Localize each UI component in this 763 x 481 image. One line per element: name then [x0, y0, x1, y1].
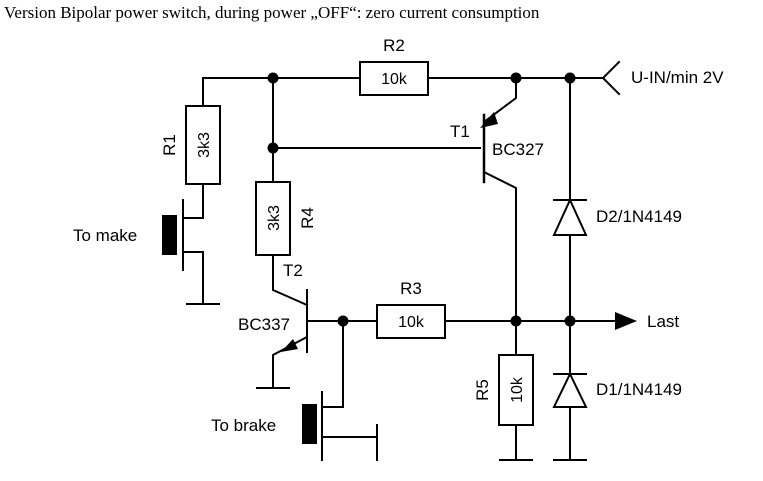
resistor-r5: 10k R5 [473, 354, 534, 426]
brake-button-label: To brake [211, 416, 276, 435]
output-terminal: Last [615, 312, 679, 331]
output-arrow [615, 312, 637, 330]
r1-ref: R1 [160, 134, 179, 156]
output-terminal-label: Last [647, 312, 679, 331]
transistor-t2: T2 BC337 [238, 261, 303, 352]
junction-collector-out [510, 315, 522, 327]
wire-t2-collector [272, 254, 309, 307]
r4-value: 3k3 [266, 205, 283, 231]
resistor-r2: 10k R2 [359, 36, 429, 96]
junction-brake [337, 315, 349, 327]
d2-label: D2/1N4149 [596, 207, 682, 226]
resistor-r1: 3k3 R1 [160, 105, 221, 185]
diode-d1: D1/1N4149 [552, 371, 682, 408]
wire-brake-down [321, 320, 344, 408]
r5-value: 10k [509, 376, 526, 403]
t1-part: BC327 [492, 140, 544, 159]
wire-t2-emitter [272, 335, 309, 389]
input-terminal-chevron [601, 60, 621, 96]
r4-ref: R4 [298, 207, 317, 229]
resistor-r4: 3k3 R4 [255, 181, 317, 256]
r2-value: 10k [381, 71, 408, 88]
junction-diode-mid [564, 315, 576, 327]
wire-t1-emitter-node [482, 77, 517, 124]
make-button: To make [73, 199, 184, 271]
junctions [267, 72, 576, 327]
t2-ref: T2 [283, 261, 303, 280]
wire-r1-bottom [182, 183, 204, 219]
junction-diode-top [564, 72, 576, 84]
junction-t1-base [267, 142, 279, 154]
make-button-label: To make [73, 226, 137, 245]
wire-t1-collector [482, 170, 517, 356]
d1-label: D1/1N4149 [596, 380, 682, 399]
transistor-t1: T1 BC327 [450, 112, 544, 184]
wire-make-lower [182, 251, 204, 305]
brake-button: To brake [211, 391, 323, 461]
diagram-caption: Version Bipolar power switch, during pow… [4, 3, 540, 22]
t1-emitter-arrow [480, 112, 498, 128]
wires [182, 60, 621, 461]
resistor-r3: 10k R3 [376, 279, 446, 339]
r1-value: 3k3 [196, 132, 213, 158]
input-terminal: U-IN/min 2V [631, 68, 724, 87]
diode-d2: D2/1N4149 [552, 197, 682, 236]
junction-top-left [267, 72, 279, 84]
t2-part: BC337 [238, 315, 290, 334]
t2-emitter-arrow [281, 339, 298, 352]
junction-t1-emitter [510, 72, 522, 84]
input-terminal-label: U-IN/min 2V [631, 68, 724, 87]
r2-ref: R2 [383, 36, 405, 55]
r3-value: 10k [398, 314, 425, 331]
t1-ref: T1 [450, 122, 470, 141]
r3-ref: R3 [400, 279, 422, 298]
r5-ref: R5 [473, 379, 492, 401]
